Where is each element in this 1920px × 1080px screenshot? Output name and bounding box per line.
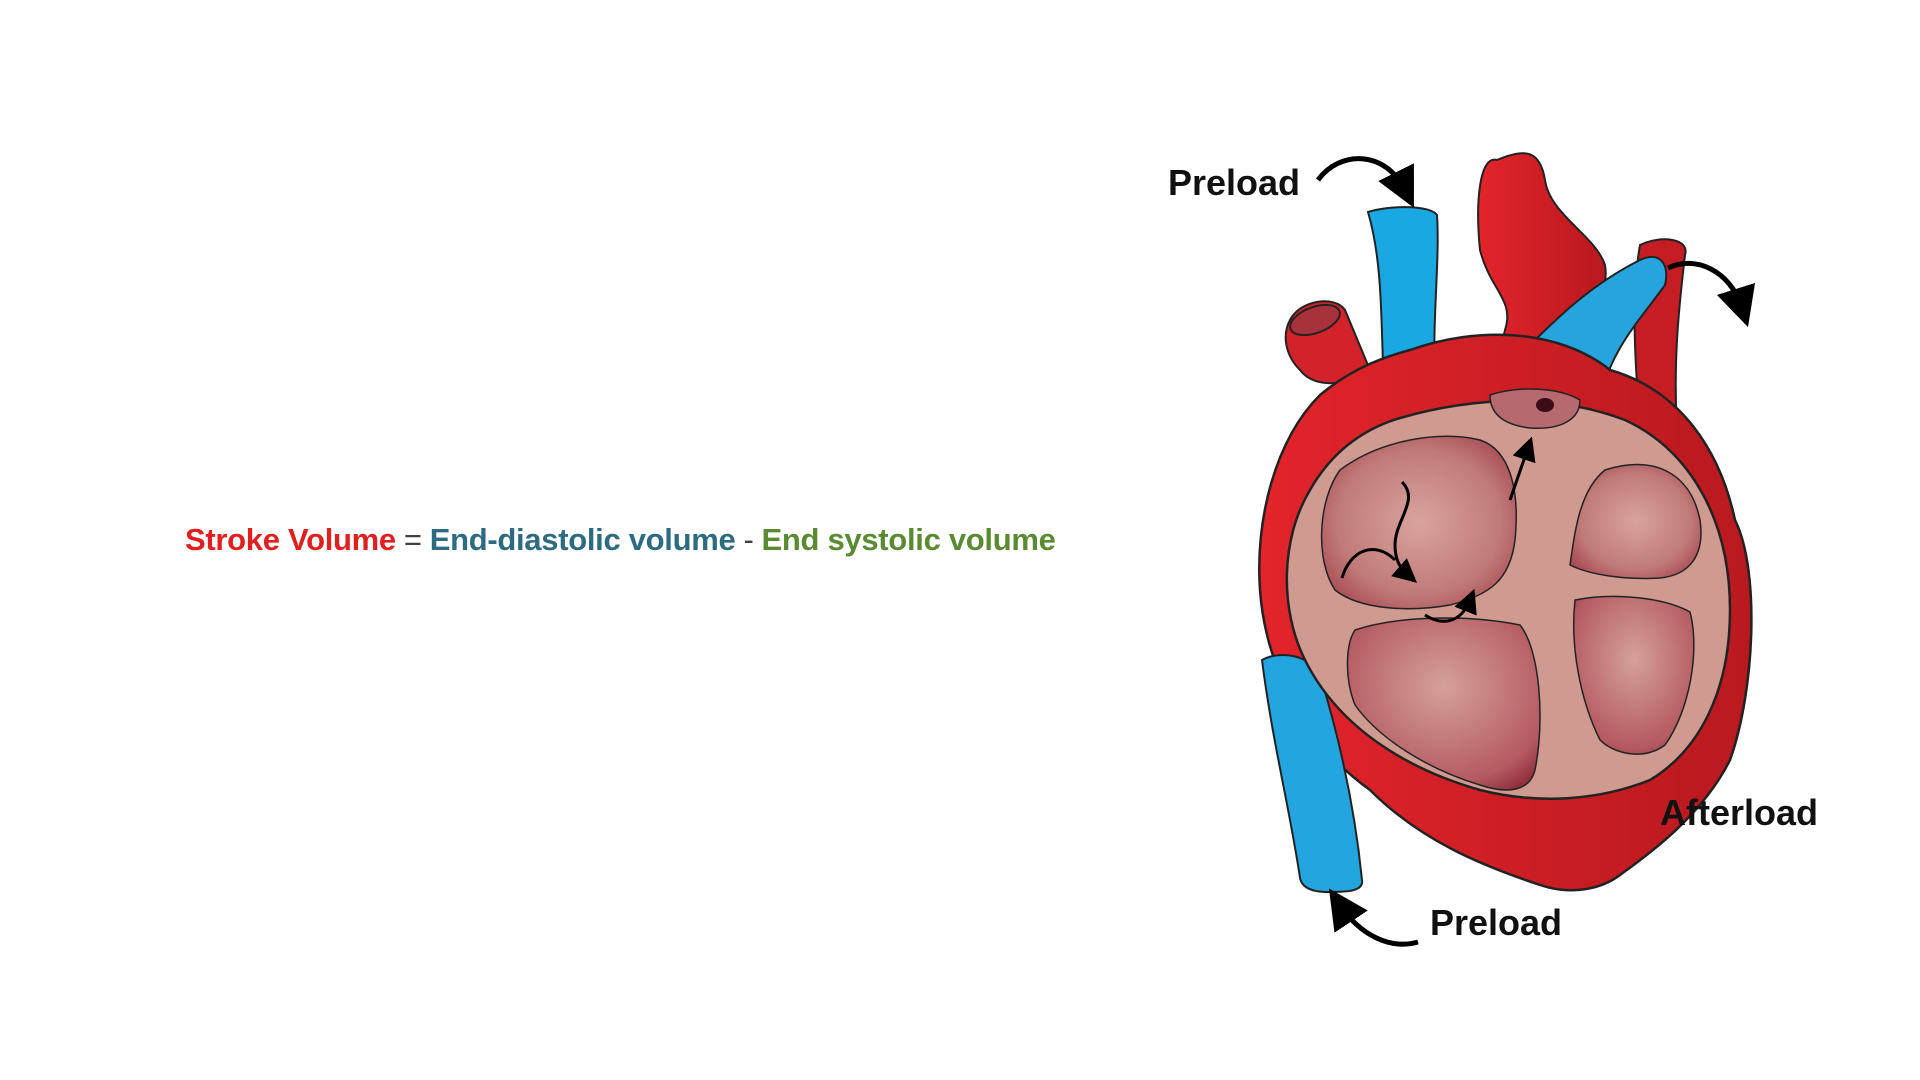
end-diastolic-term: End-diastolic volume	[429, 522, 736, 557]
equals-sign: =	[403, 522, 422, 557]
preload-bottom-arrow	[1328, 888, 1419, 947]
preload-top-label: Preload	[1168, 162, 1301, 203]
stroke-volume-term: Stroke Volume	[185, 522, 396, 557]
flow-arrow-atrium	[1391, 480, 1418, 583]
flow-arrow-atrium-2	[1340, 548, 1397, 579]
flow-arrow-ventricle	[1424, 588, 1477, 623]
right-atrium	[1320, 435, 1517, 610]
stroke-volume-formula: Stroke Volume=End-diastolic volume-End s…	[185, 522, 1056, 558]
flow-arrow-outflow	[1508, 436, 1536, 501]
minus-sign: -	[743, 522, 754, 557]
left-ventricle	[1572, 595, 1695, 755]
preload-top-arrow	[1315, 156, 1414, 208]
end-systolic-term: End systolic volume	[761, 522, 1056, 557]
afterload-arrow	[1666, 261, 1756, 328]
preload-bottom-label: Preload	[1430, 902, 1563, 943]
afterload-label: Afterload	[1660, 792, 1819, 833]
left-atrium	[1569, 463, 1702, 580]
outflow-tract	[1489, 388, 1581, 429]
right-ventricle	[1346, 617, 1541, 791]
